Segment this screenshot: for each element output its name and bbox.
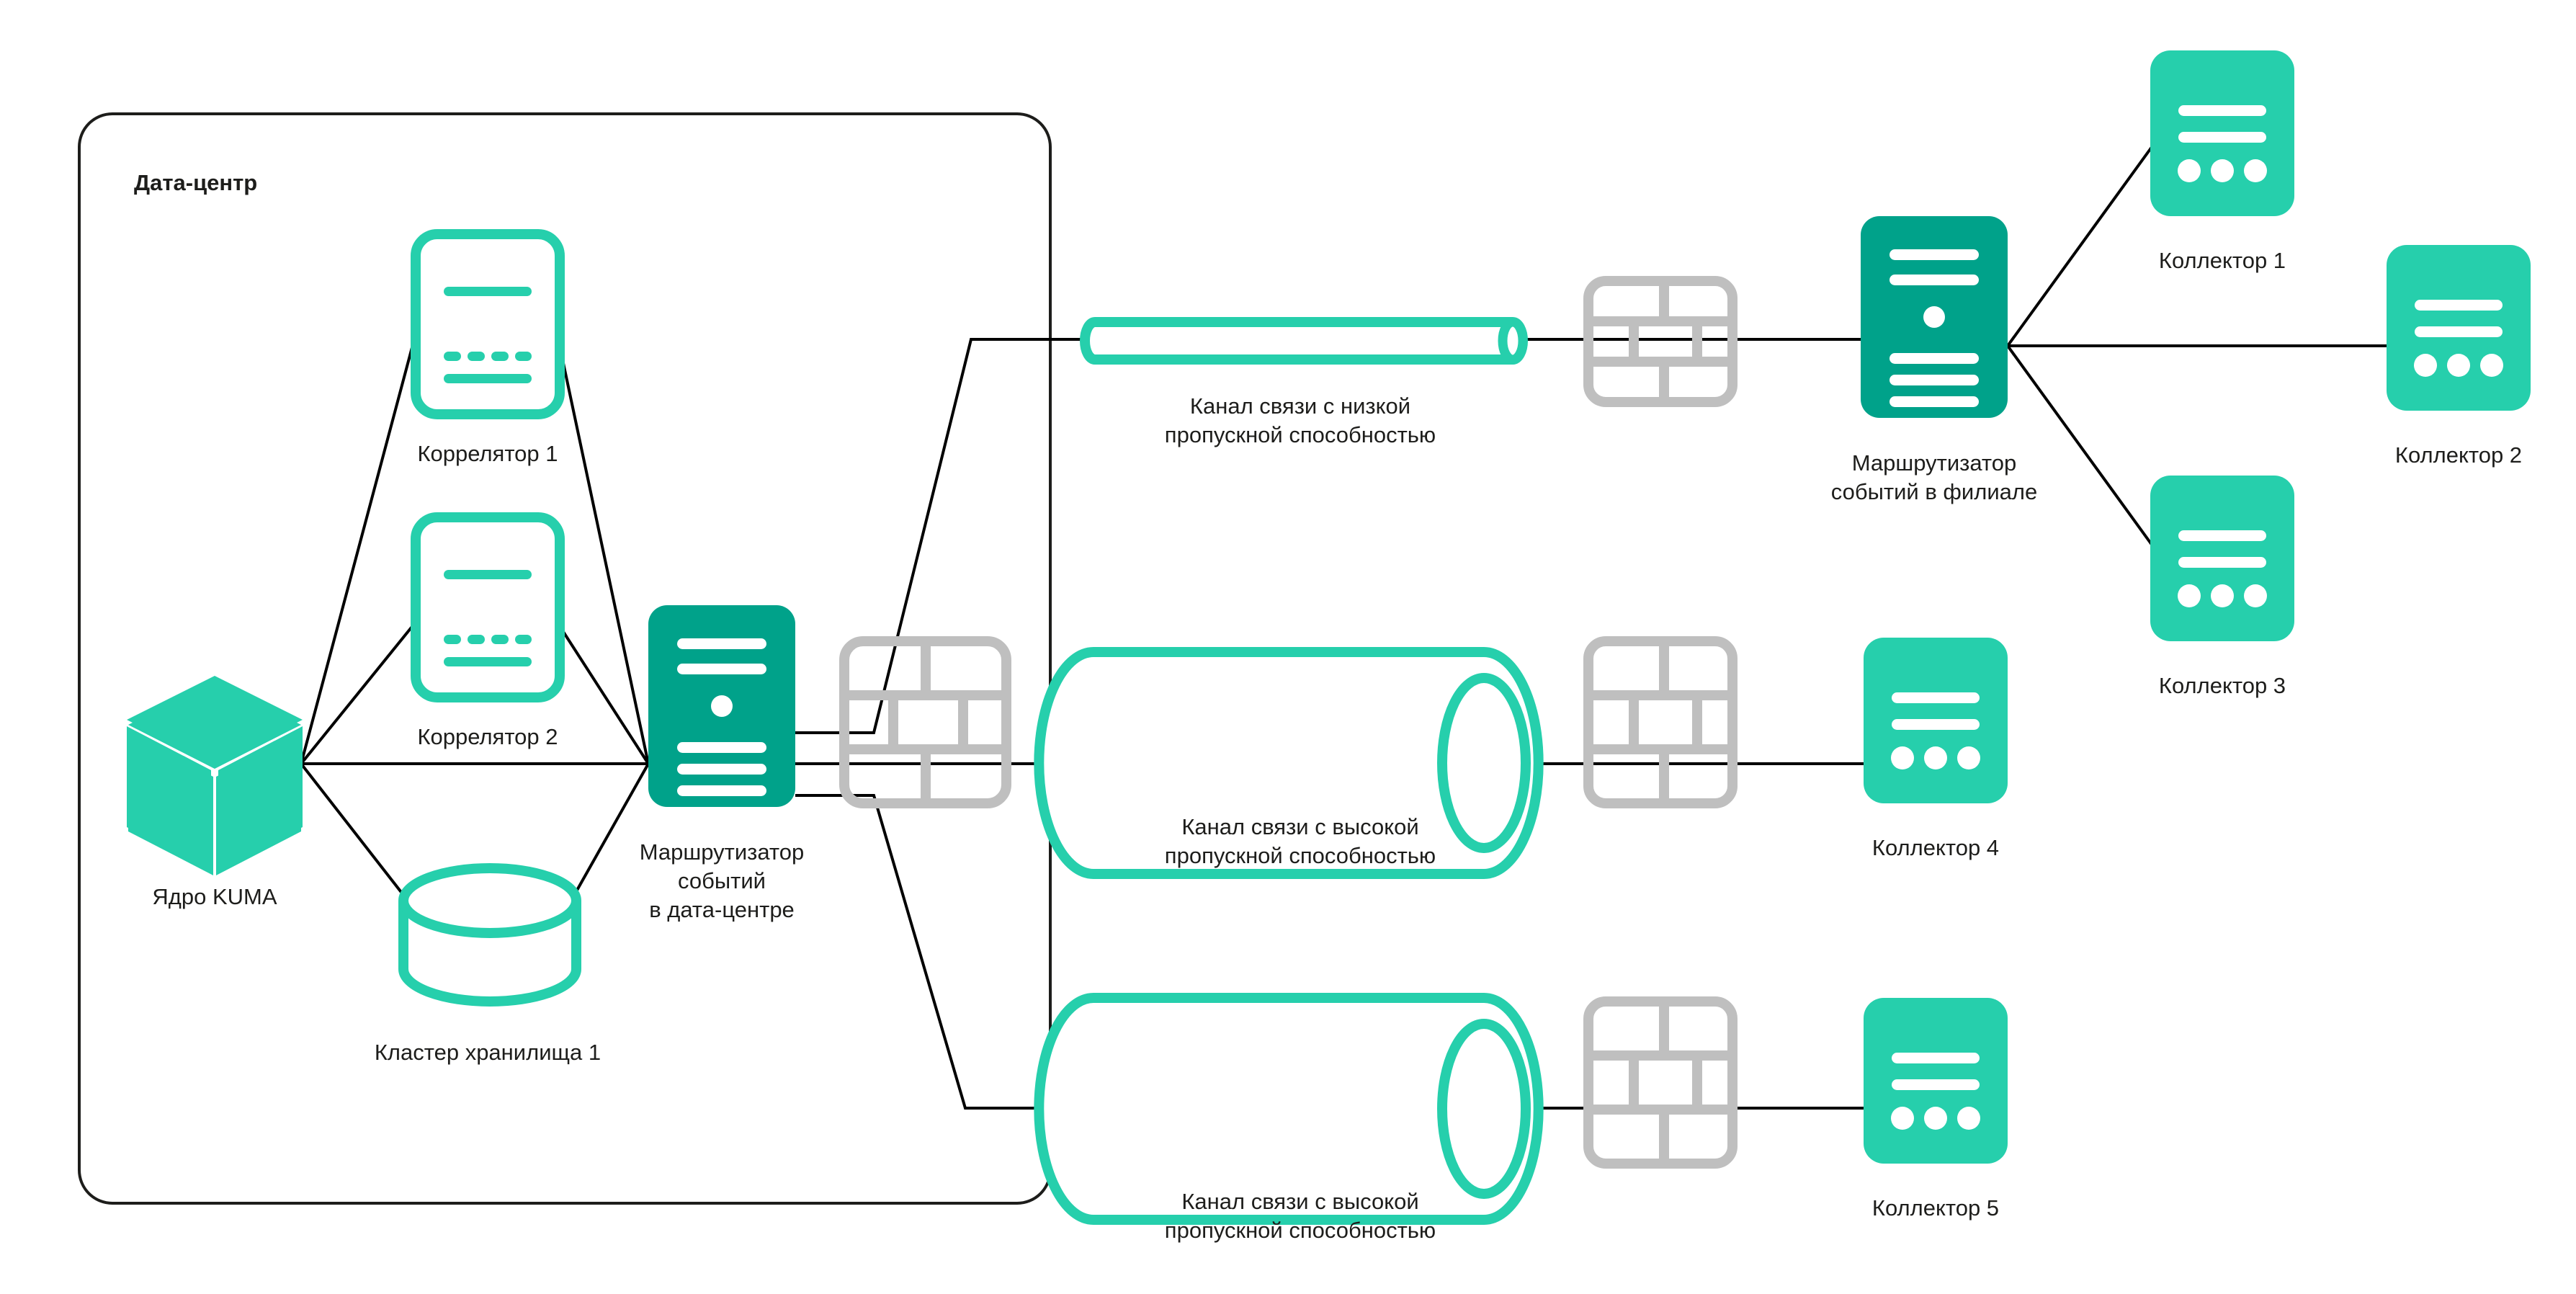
link-correlator1-to-dcrouter bbox=[557, 339, 650, 764]
low-bandwidth-label-line-1: Канал связи с низкой bbox=[1190, 393, 1410, 419]
dc-router-label-line-3: в дата-центре bbox=[649, 897, 795, 922]
channel-low-bandwidth[interactable]: Канал связи с низкой пропускной способно… bbox=[1080, 317, 1528, 447]
collector-2-label: Коллектор 2 bbox=[2395, 442, 2522, 468]
node-collector-2[interactable]: Коллектор 2 bbox=[2387, 245, 2531, 468]
node-correlator-2[interactable]: Коррелятор 2 bbox=[411, 512, 565, 749]
link-dcrouter-to-low-channel bbox=[795, 338, 1077, 734]
kuma-core-label: Ядро KUMA bbox=[152, 884, 277, 909]
dc-router-label-line-2: событий bbox=[678, 868, 766, 893]
data-center-zone-title: Дата-центр bbox=[134, 170, 257, 195]
firewall-branch-top bbox=[1583, 276, 1738, 407]
database-cylinder-icon bbox=[398, 863, 581, 1007]
channel-high-bandwidth-bottom[interactable]: Канал связи с высокой пропускной способн… bbox=[1034, 993, 1544, 1243]
node-collector-3[interactable]: Коллектор 3 bbox=[2150, 476, 2294, 698]
collector-icon bbox=[2150, 476, 2294, 641]
thin-pipe-icon bbox=[1080, 317, 1528, 365]
node-branch-router[interactable]: Маршрутизатор событий в филиале bbox=[1831, 216, 2037, 504]
node-collector-5[interactable]: Коллектор 5 bbox=[1864, 998, 2008, 1221]
firewall-brick-icon bbox=[839, 636, 1011, 808]
firewall-branch-bottom bbox=[1583, 996, 1738, 1169]
wide-pipe-icon bbox=[1034, 993, 1544, 1225]
link-group-internal bbox=[300, 339, 650, 906]
collector-icon bbox=[1864, 998, 2008, 1164]
collector-icon bbox=[1864, 638, 2008, 803]
link-correlator2-to-dcrouter bbox=[557, 623, 650, 765]
link-kuma-to-correlator1 bbox=[300, 339, 416, 764]
high-bandwidth-mid-label-line-1: Канал связи с высокой bbox=[1181, 814, 1418, 839]
high-bandwidth-mid-label-line-2: пропускной способностью bbox=[1165, 843, 1436, 868]
link-branchrouter-to-collector3 bbox=[2006, 344, 2155, 549]
storage-cluster-1-label: Кластер хранилища 1 bbox=[375, 1040, 601, 1065]
collector-icon bbox=[2150, 50, 2294, 216]
wide-pipe-icon bbox=[1034, 647, 1544, 879]
collector-icon bbox=[2387, 245, 2531, 411]
link-kuma-to-storage bbox=[300, 762, 412, 906]
data-center-zone-box bbox=[78, 112, 1052, 1205]
firewall-dc bbox=[839, 636, 1011, 808]
router-icon bbox=[1861, 216, 2008, 418]
collector-4-label: Коллектор 4 bbox=[1872, 835, 1999, 860]
link-group-dc-egress bbox=[795, 338, 1077, 1110]
high-bandwidth-bottom-label-line-2: пропускной способностью bbox=[1165, 1218, 1436, 1243]
link-dcrouter-to-bottom-channel bbox=[795, 794, 1077, 1110]
firewall-brick-icon bbox=[1583, 276, 1738, 407]
collector-1-label: Коллектор 1 bbox=[2159, 248, 2286, 273]
firewall-branch-mid bbox=[1583, 636, 1738, 808]
low-bandwidth-label-line-2: пропускной способностью bbox=[1165, 422, 1436, 447]
correlator-1-label: Коррелятор 1 bbox=[417, 441, 558, 466]
high-bandwidth-bottom-label-line-1: Канал связи с высокой bbox=[1181, 1189, 1418, 1214]
node-collector-4[interactable]: Коллектор 4 bbox=[1864, 638, 2008, 860]
link-kuma-to-correlator2 bbox=[300, 623, 416, 765]
link-group-branch-egress bbox=[2006, 143, 2387, 549]
branch-router-label-line-2: событий в филиале bbox=[1831, 479, 2037, 504]
firewall-brick-icon bbox=[1583, 636, 1738, 808]
node-storage-cluster-1[interactable]: Кластер хранилища 1 bbox=[375, 863, 601, 1065]
node-dc-router[interactable]: Маршрутизатор событий в дата-центре bbox=[640, 605, 805, 922]
node-correlator-1[interactable]: Коррелятор 1 bbox=[411, 229, 565, 466]
node-collector-1[interactable]: Коллектор 1 bbox=[2150, 50, 2294, 273]
node-kuma-core[interactable]: Ядро KUMA bbox=[127, 676, 303, 909]
firewall-brick-icon bbox=[1583, 996, 1738, 1169]
link-branchrouter-to-collector1 bbox=[2006, 143, 2155, 347]
correlator-icon bbox=[411, 229, 565, 419]
correlator-icon bbox=[411, 512, 565, 702]
collector-5-label: Коллектор 5 bbox=[1872, 1195, 1999, 1221]
branch-router-label-line-1: Маршрутизатор bbox=[1852, 450, 2017, 476]
correlator-2-label: Коррелятор 2 bbox=[417, 724, 558, 749]
channel-high-bandwidth-mid[interactable]: Канал связи с высокой пропускной способн… bbox=[1034, 647, 1544, 879]
cube-icon bbox=[127, 676, 303, 875]
router-icon bbox=[648, 605, 795, 807]
dc-router-label-line-1: Маршрутизатор bbox=[640, 839, 805, 865]
link-storage-to-dcrouter bbox=[568, 763, 650, 905]
collector-3-label: Коллектор 3 bbox=[2159, 673, 2286, 698]
